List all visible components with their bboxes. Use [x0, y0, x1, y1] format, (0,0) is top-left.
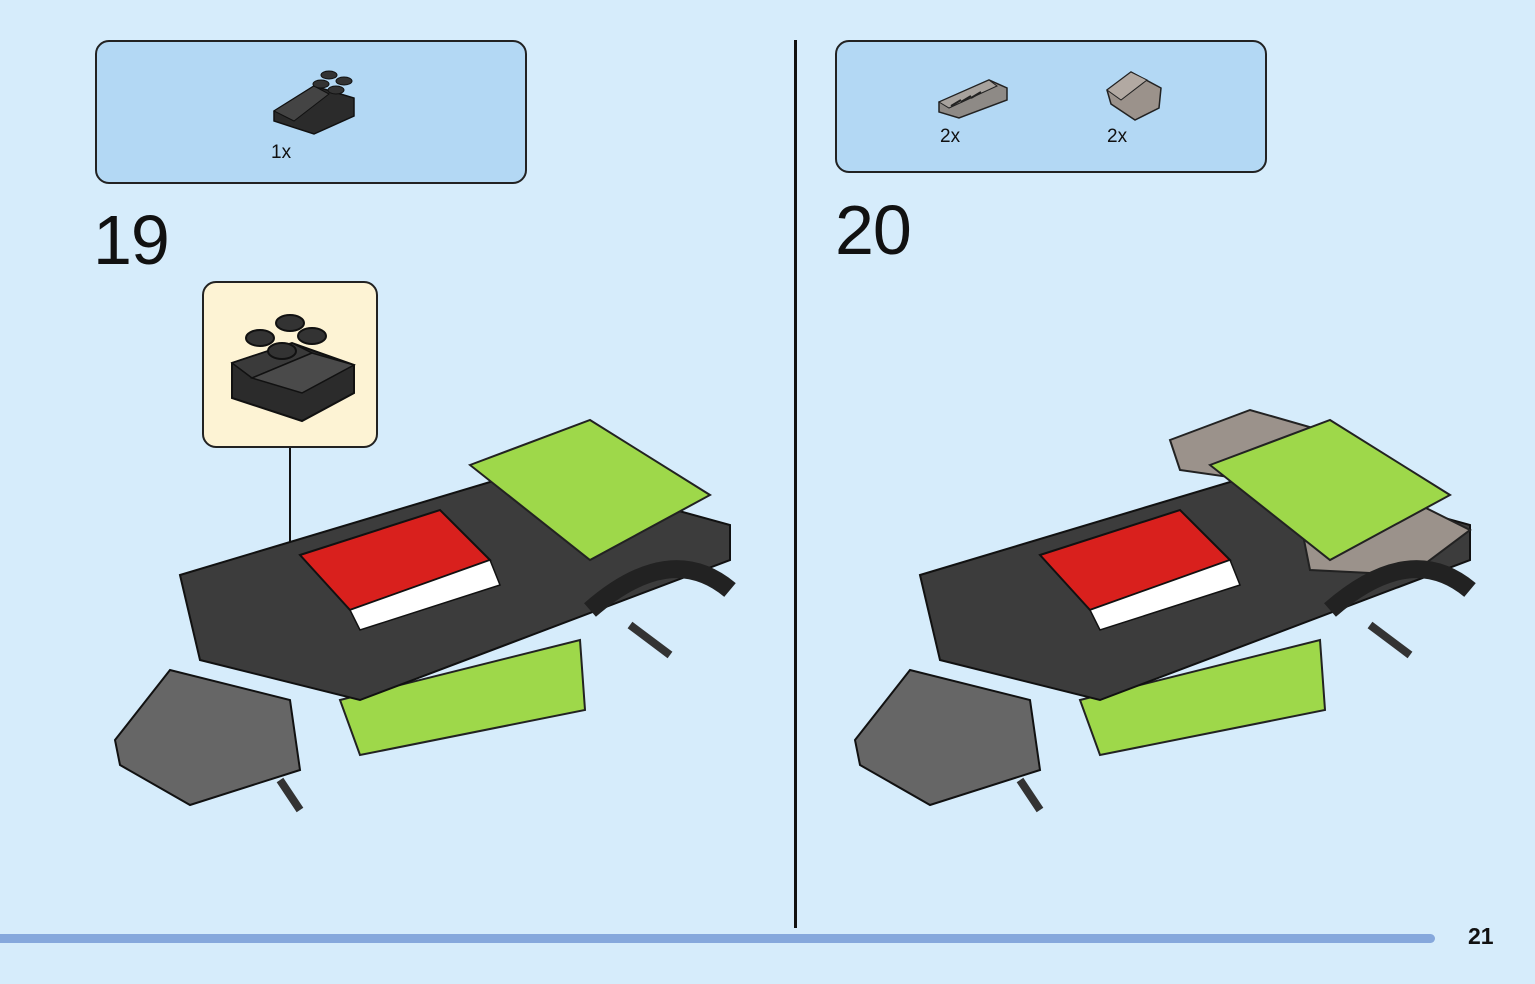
black-slope-brick-icon	[272, 70, 355, 135]
grey-slope-tile-icon	[1106, 71, 1162, 121]
grey-grille-slope-icon	[937, 79, 1008, 119]
part-quantity: 2x	[1107, 126, 1128, 147]
detail-callout	[202, 281, 378, 448]
progress-bar	[0, 934, 1435, 943]
page-number: 21	[1468, 923, 1494, 949]
part-quantity: 1x	[271, 142, 292, 163]
step-number: 20	[835, 191, 912, 269]
vehicle-chassis-step-19	[113, 418, 736, 813]
step-19-parts-box: 1x	[95, 40, 527, 184]
part-quantity: 2x	[940, 126, 961, 147]
step-20-parts-box: 2x 2x	[835, 40, 1267, 173]
step-divider	[794, 40, 797, 928]
black-slope-brick-closeup-icon	[230, 314, 356, 423]
step-number: 19	[93, 201, 170, 279]
vehicle-chassis-step-20	[853, 408, 1476, 813]
